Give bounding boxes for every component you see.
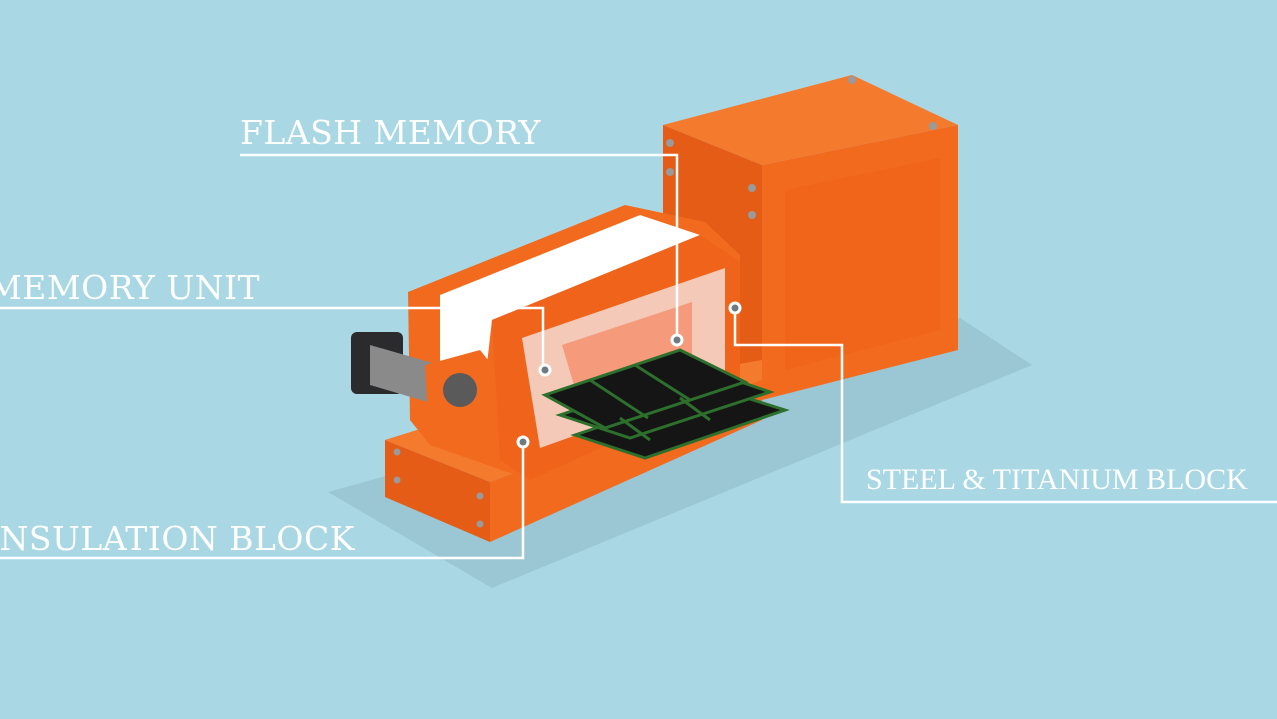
- label-insulation-block: INSULATION BLOCK: [0, 519, 355, 558]
- label-flash-memory: FLASH MEMORY: [240, 113, 541, 152]
- screws: [393, 76, 937, 528]
- callout-dots: [516, 301, 742, 449]
- label-memory-unit: MEMORY UNIT: [0, 268, 261, 307]
- label-steel-titanium-block: STEEL & TITANIUM BLOCK: [866, 463, 1248, 496]
- leader-lines: [0, 153, 1277, 560]
- connector-cylinder: [351, 332, 492, 430]
- flash-memory-chips: [541, 348, 790, 460]
